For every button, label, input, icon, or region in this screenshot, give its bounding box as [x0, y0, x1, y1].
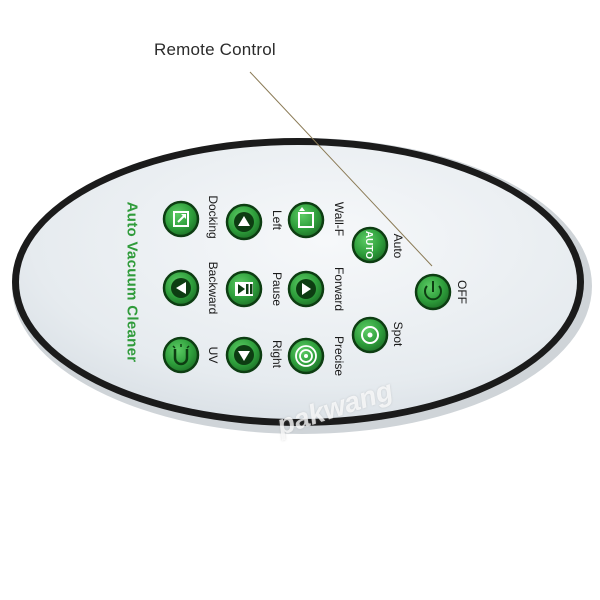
wall-follow-icon [298, 207, 314, 228]
pause-button[interactable] [225, 270, 263, 308]
forward-button[interactable] [287, 270, 325, 308]
off-button[interactable] [414, 273, 452, 311]
spot-icon [361, 326, 379, 344]
svg-text:AUTO: AUTO [363, 231, 374, 259]
spot-label: Spot [391, 321, 405, 347]
right-label: Right [270, 339, 284, 369]
auto-button[interactable]: AUTO [351, 226, 389, 264]
triangle-up-icon [234, 212, 254, 232]
power-icon [424, 281, 442, 301]
spiral-icon [295, 345, 317, 367]
wall-f-button[interactable] [287, 201, 325, 239]
dock-icon [173, 211, 189, 227]
off-label: OFF [455, 280, 469, 304]
auto-label: Auto [391, 233, 405, 259]
auto-text-icon: AUTO [363, 231, 374, 259]
triangle-left-icon [171, 278, 191, 298]
right-button[interactable] [225, 336, 263, 374]
callout-label: Remote Control [154, 40, 276, 59]
brand-text: Auto Vacuum Cleaner [123, 201, 141, 363]
uv-label: UV [206, 346, 220, 364]
backward-label: Backward [206, 261, 220, 315]
precise-label: Precise [332, 335, 346, 377]
docking-label: Docking [206, 195, 220, 239]
backward-button[interactable] [162, 269, 200, 307]
triangle-down-icon [234, 345, 254, 365]
uv-lamp-icon [172, 344, 190, 366]
forward-label: Forward [332, 266, 346, 312]
uv-button[interactable] [162, 336, 200, 374]
docking-button[interactable] [162, 200, 200, 238]
pause-label: Pause [270, 271, 284, 307]
play-right-icon [296, 279, 316, 299]
play-pause-icon [235, 282, 253, 296]
precise-button[interactable] [287, 337, 325, 375]
left-button[interactable] [225, 203, 263, 241]
callout-pointer-line [249, 71, 433, 267]
wall-f-label: Wall-F [332, 201, 346, 237]
spot-button[interactable] [351, 316, 389, 354]
left-label: Left [270, 209, 284, 231]
